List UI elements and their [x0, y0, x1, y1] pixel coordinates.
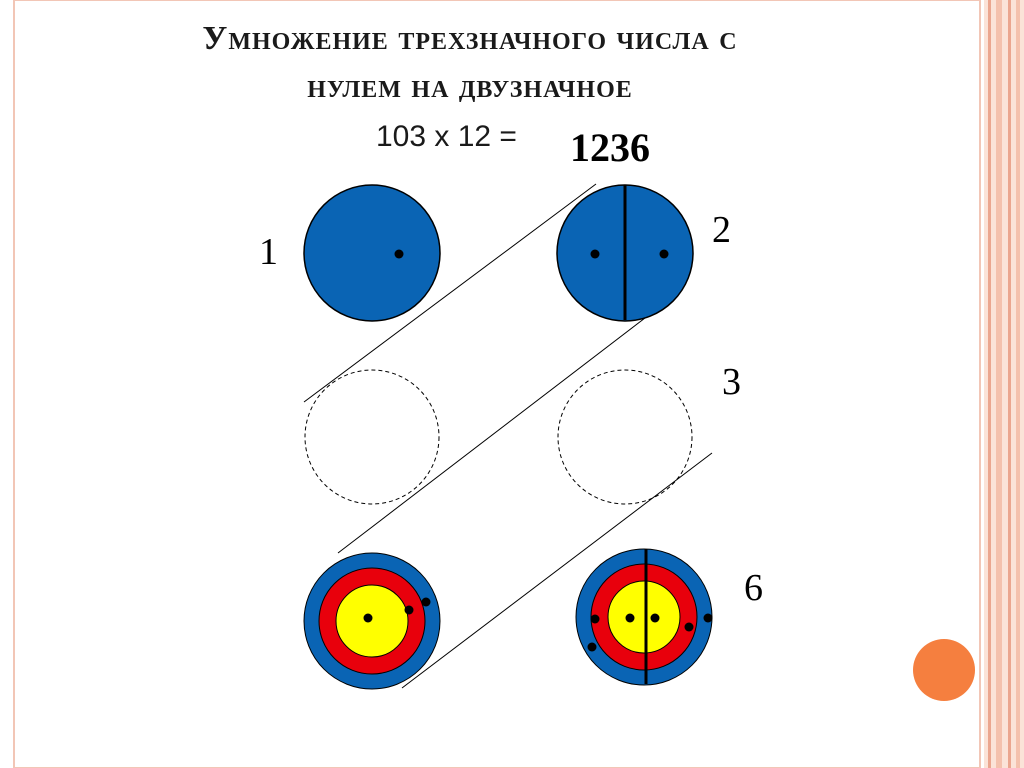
target-circle-right [575, 548, 713, 686]
empty-circle-right [557, 369, 693, 505]
answer-text: 1236 [570, 125, 650, 170]
connector-line-2 [337, 317, 646, 554]
connector-line-1 [303, 183, 597, 403]
dot [404, 605, 414, 615]
step-label-1: 1 [259, 231, 278, 273]
step-label-3: 3 [722, 361, 741, 403]
step-label-2: 2 [712, 209, 731, 251]
circle-split-two [556, 184, 694, 322]
dot [590, 249, 600, 259]
dot [650, 613, 660, 623]
step-label-6: 6 [744, 567, 763, 609]
dot [394, 249, 404, 259]
connector-lines [303, 183, 713, 689]
dot [703, 613, 713, 623]
slide-title-line-1: Умножение трехзначного числа с [202, 20, 738, 57]
dot [684, 622, 694, 632]
equation-text: 103 х 12 = [376, 120, 517, 153]
dot [421, 597, 431, 607]
slide-title-line-2: нулем на двузначное [307, 68, 633, 105]
dot [659, 249, 669, 259]
connector-line-3 [401, 452, 713, 689]
circle-hundreds [303, 184, 441, 322]
target-circle-left [303, 552, 441, 690]
dot [363, 613, 373, 623]
empty-circle-left [304, 369, 440, 505]
dot [587, 642, 597, 652]
dot [590, 614, 600, 624]
dot [625, 613, 635, 623]
